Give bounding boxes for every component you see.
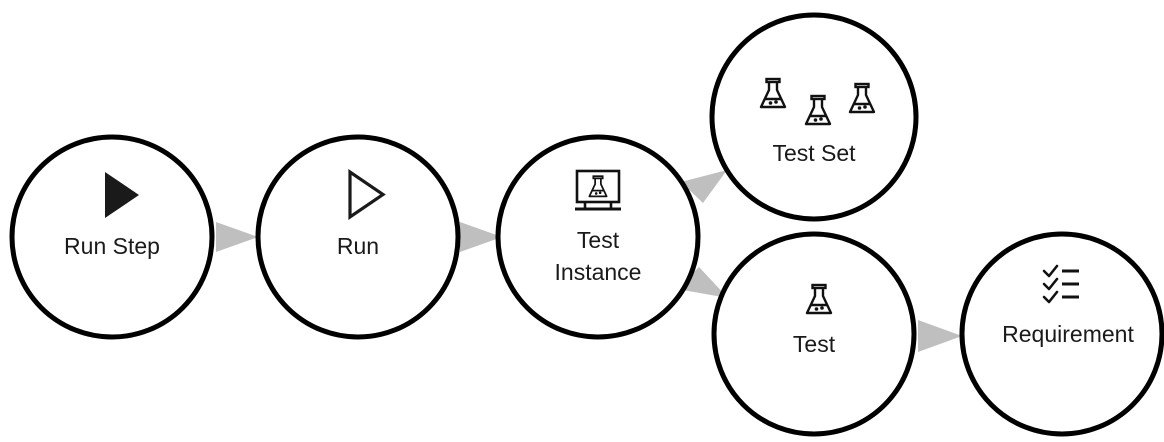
node-run-step-label: Run Step bbox=[64, 233, 160, 259]
checklist-icon bbox=[1042, 264, 1079, 304]
arrow-testinstance-to-test bbox=[677, 267, 728, 298]
arrow-testinstance-to-testset bbox=[681, 170, 727, 203]
monitor-flask-icon bbox=[575, 169, 621, 211]
node-test-instance-circle bbox=[495, 134, 701, 340]
node-test-instance-label-line1: Test bbox=[577, 227, 620, 253]
node-run-step-circle bbox=[9, 134, 215, 340]
node-requirement-label: Requirement bbox=[1002, 321, 1134, 347]
node-test-set-label: Test Set bbox=[772, 140, 856, 166]
node-run-circle bbox=[255, 134, 461, 340]
arrow-test-to-requirement bbox=[918, 320, 962, 352]
node-run[interactable]: Run bbox=[255, 134, 461, 340]
node-requirement[interactable]: Requirement bbox=[959, 231, 1164, 437]
arrow-run-to-testinstance bbox=[460, 222, 502, 252]
node-test-instance[interactable]: Test Instance bbox=[495, 134, 701, 340]
node-test-set[interactable]: Test Set bbox=[709, 12, 919, 222]
node-run-label: Run bbox=[337, 233, 379, 259]
node-test[interactable]: Test bbox=[711, 231, 917, 437]
arrow-runstep-to-run bbox=[216, 222, 258, 252]
play-filled-icon bbox=[105, 172, 139, 218]
node-requirement-circle bbox=[959, 231, 1164, 437]
node-test-circle bbox=[711, 231, 917, 437]
node-run-step[interactable]: Run Step bbox=[9, 134, 215, 340]
node-test-instance-label-line2: Instance bbox=[555, 259, 642, 285]
play-outline-icon bbox=[348, 168, 386, 221]
node-test-label: Test bbox=[793, 331, 836, 357]
